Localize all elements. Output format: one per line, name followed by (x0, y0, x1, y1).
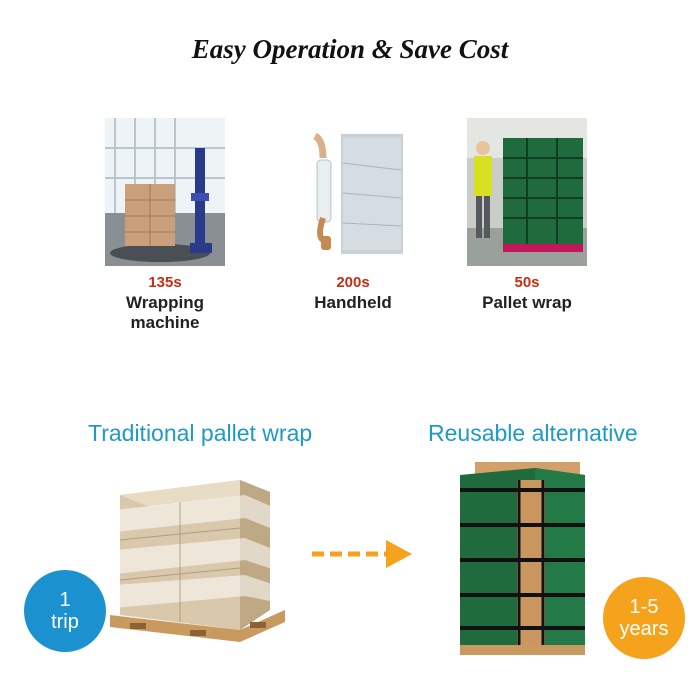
trip-count-value: 1 (59, 589, 71, 611)
wrapped-pallet-image (100, 470, 300, 645)
method-handheld: 200s Handheld (278, 118, 428, 313)
method-time: 135s (148, 274, 182, 291)
pallet-wrap-cover-photo (467, 118, 587, 266)
method-label: Wrapping machine (125, 293, 205, 332)
page-title: Easy Operation & Save Cost (191, 34, 509, 64)
trip-count-badge: 1 trip (24, 570, 106, 652)
reusable-cover-image (455, 460, 590, 660)
lifespan-unit: years (619, 618, 669, 640)
handheld-wrap-photo (293, 118, 413, 266)
lifespan-value: 1-5 (629, 596, 659, 618)
reusable-heading: Reusable alternative (428, 420, 638, 446)
dashed-arrow (308, 536, 418, 572)
wrapping-machine-photo (105, 118, 225, 266)
method-pallet-wrap: 50s Pallet wrap (452, 118, 602, 313)
method-label: Pallet wrap (482, 293, 572, 312)
method-wrapping-machine: 135s Wrapping machine (90, 118, 240, 333)
method-label: Handheld (314, 293, 392, 312)
traditional-heading: Traditional pallet wrap (88, 420, 313, 446)
lifespan-badge: 1-5 years (603, 577, 685, 659)
trip-count-unit: trip (51, 611, 79, 633)
method-time: 200s (336, 274, 370, 291)
method-time: 50s (514, 274, 540, 291)
